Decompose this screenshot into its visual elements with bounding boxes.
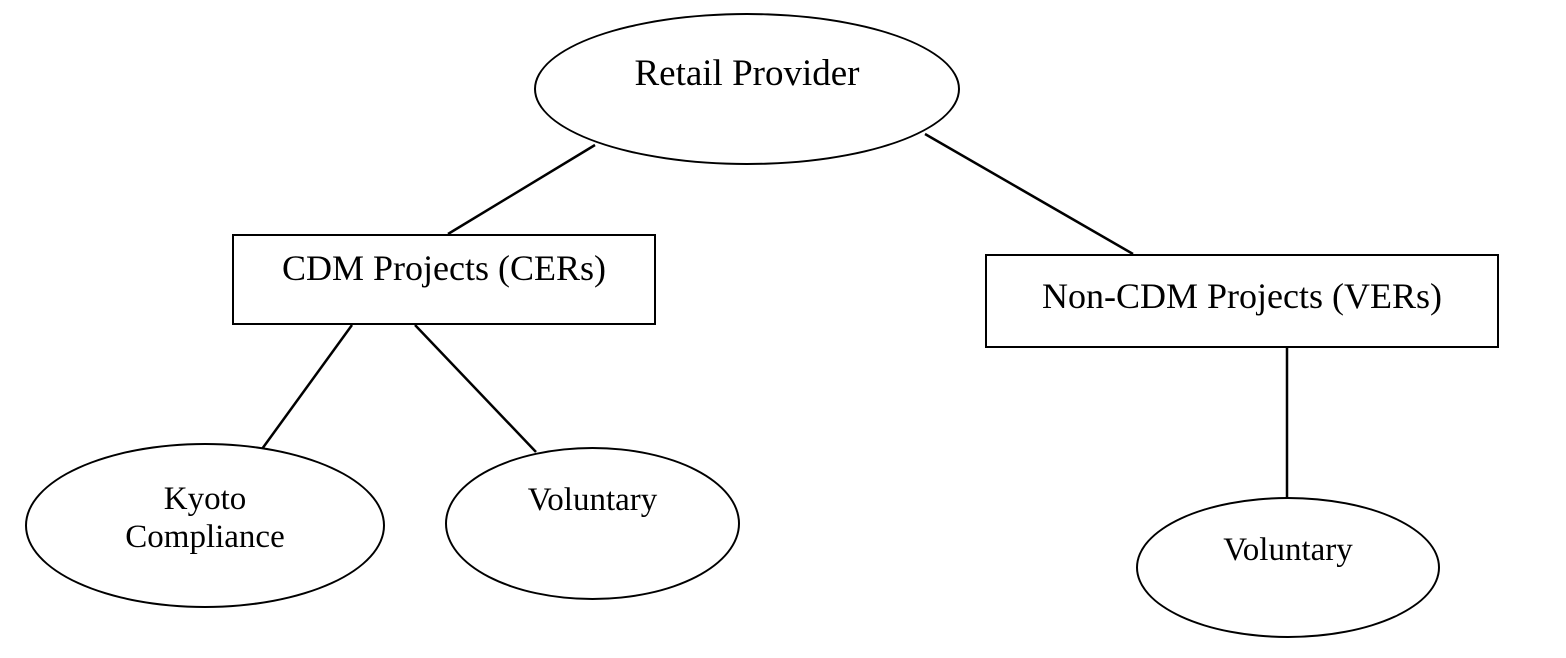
edge-cdm-to-voluntary: [414, 324, 537, 453]
node-voluntary-cdm-label: Voluntary: [527, 482, 658, 518]
edge-cdm-to-kyoto: [260, 324, 354, 450]
node-kyoto-compliance: Kyoto Compliance: [25, 443, 385, 608]
edge-retail-to-noncdm: [924, 132, 1134, 256]
node-non-cdm-projects: Non-CDM Projects (VERs): [985, 254, 1499, 348]
node-kyoto-compliance-label: Kyoto Compliance: [125, 481, 285, 555]
node-retail-provider: Retail Provider: [534, 13, 960, 165]
node-non-cdm-projects-label: Non-CDM Projects (VERs): [1042, 276, 1442, 316]
node-voluntary-non-cdm: Voluntary: [1136, 497, 1440, 638]
node-retail-provider-label: Retail Provider: [634, 53, 860, 94]
node-voluntary-cdm: Voluntary: [445, 447, 740, 600]
edge-retail-to-cdm: [447, 143, 596, 236]
node-cdm-projects: CDM Projects (CERs): [232, 234, 656, 325]
node-cdm-projects-label: CDM Projects (CERs): [282, 248, 606, 288]
node-voluntary-non-cdm-label: Voluntary: [1223, 532, 1353, 568]
